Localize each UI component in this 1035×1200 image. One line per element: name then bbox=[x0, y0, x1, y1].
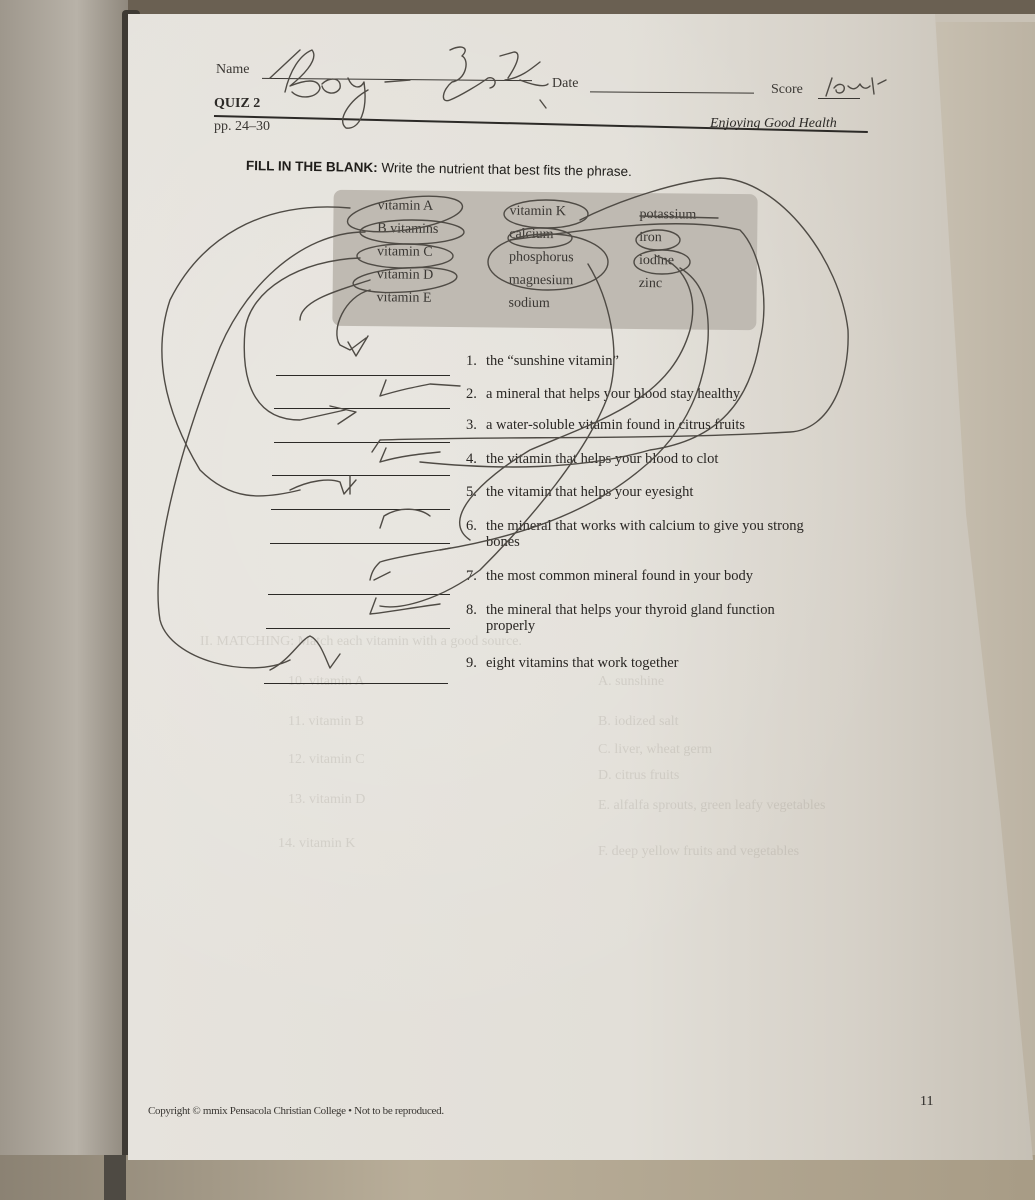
word-bank-item: calcium bbox=[509, 226, 554, 243]
question-4: 4.the vitamin that helps your blood to c… bbox=[466, 451, 719, 467]
question-3: 3.a water-soluble vitamin found in citru… bbox=[466, 417, 746, 433]
bleed-through-item: 12. vitamin C bbox=[288, 752, 365, 767]
question-1: 1.the “sunshine vitamin” bbox=[466, 353, 619, 369]
bleed-through-item: 11. vitamin B bbox=[288, 714, 365, 729]
bleed-through-item: D. citrus fruits bbox=[598, 768, 680, 783]
answer-blank-2[interactable] bbox=[274, 408, 450, 409]
floor-post bbox=[104, 1155, 126, 1200]
score-field[interactable] bbox=[818, 98, 860, 99]
question-8: 8.the mineral that helps your thyroid gl… bbox=[466, 602, 775, 634]
word-bank-item: B vitamins bbox=[377, 221, 439, 237]
answer-blank-7[interactable] bbox=[268, 594, 450, 595]
copyright-footer: Copyright © mmix Pensacola Christian Col… bbox=[148, 1105, 444, 1117]
answer-blank-3[interactable] bbox=[274, 442, 450, 443]
left-page bbox=[0, 0, 128, 1180]
page-range: pp. 24–30 bbox=[214, 119, 270, 134]
bleed-through-item: A. sunshine bbox=[598, 674, 665, 689]
word-bank: vitamin A B vitamins vitamin C vitamin D… bbox=[332, 189, 758, 331]
word-bank-item: vitamin K bbox=[509, 203, 566, 220]
instructions-heading: FILL IN THE BLANK: bbox=[245, 158, 378, 176]
name-label: Name bbox=[216, 62, 250, 77]
score-label: Score bbox=[771, 82, 803, 97]
word-bank-item: magnesium bbox=[508, 272, 574, 289]
word-bank-item: phosphorus bbox=[508, 249, 574, 266]
answer-blank-9[interactable] bbox=[264, 683, 448, 684]
bleed-through-item: 14. vitamin K bbox=[278, 836, 356, 851]
answer-blank-5[interactable] bbox=[271, 509, 450, 510]
bleed-through-item: F. deep yellow fruits and vegetables bbox=[598, 844, 800, 859]
answer-blank-1[interactable] bbox=[276, 375, 450, 376]
question-6: 6.the mineral that works with calcium to… bbox=[466, 518, 804, 550]
word-bank-item: potassium bbox=[639, 206, 697, 223]
bleed-through-item: 13. vitamin D bbox=[288, 792, 366, 807]
word-bank-item: vitamin E bbox=[376, 290, 432, 306]
word-bank-item: iron bbox=[639, 229, 662, 246]
bleed-through-item: C. liver, wheat germ bbox=[598, 742, 713, 757]
quiz-title: QUIZ 2 bbox=[214, 96, 261, 111]
question-7: 7.the most common mineral found in your … bbox=[466, 568, 754, 584]
word-bank-item: vitamin C bbox=[376, 244, 433, 260]
word-bank-item: iodine bbox=[638, 252, 675, 269]
bleed-through-heading: II. MATCHING: Match each vitamin with a … bbox=[200, 634, 522, 649]
answer-blank-8[interactable] bbox=[266, 628, 450, 629]
question-5: 5.the vitamin that helps your eyesight bbox=[466, 484, 694, 500]
word-bank-item: vitamin D bbox=[376, 267, 434, 283]
question-9: 9.eight vitamins that work together bbox=[466, 655, 679, 671]
quiz-page: II. MATCHING: Match each vitamin with a … bbox=[128, 14, 1033, 1160]
bleed-through-item: E. alfalfa sprouts, green leafy vegetabl… bbox=[598, 798, 826, 813]
word-bank-item: zinc bbox=[638, 275, 663, 292]
background-edge bbox=[120, 0, 1035, 14]
floor bbox=[0, 1155, 1035, 1200]
word-bank-item: sodium bbox=[508, 295, 550, 312]
date-label: Date bbox=[552, 76, 579, 91]
answer-blank-6[interactable] bbox=[270, 543, 450, 544]
bleed-through-item: B. iodized salt bbox=[598, 714, 679, 729]
answer-blank-4[interactable] bbox=[272, 475, 450, 476]
page-number: 11 bbox=[920, 1094, 934, 1109]
book-title: Enjoying Good Health bbox=[710, 116, 837, 131]
word-bank-item: vitamin A bbox=[377, 198, 434, 214]
question-2: 2.a mineral that helps your blood stay h… bbox=[466, 386, 741, 402]
bleed-through-item: 10. vitamin A bbox=[288, 674, 365, 689]
